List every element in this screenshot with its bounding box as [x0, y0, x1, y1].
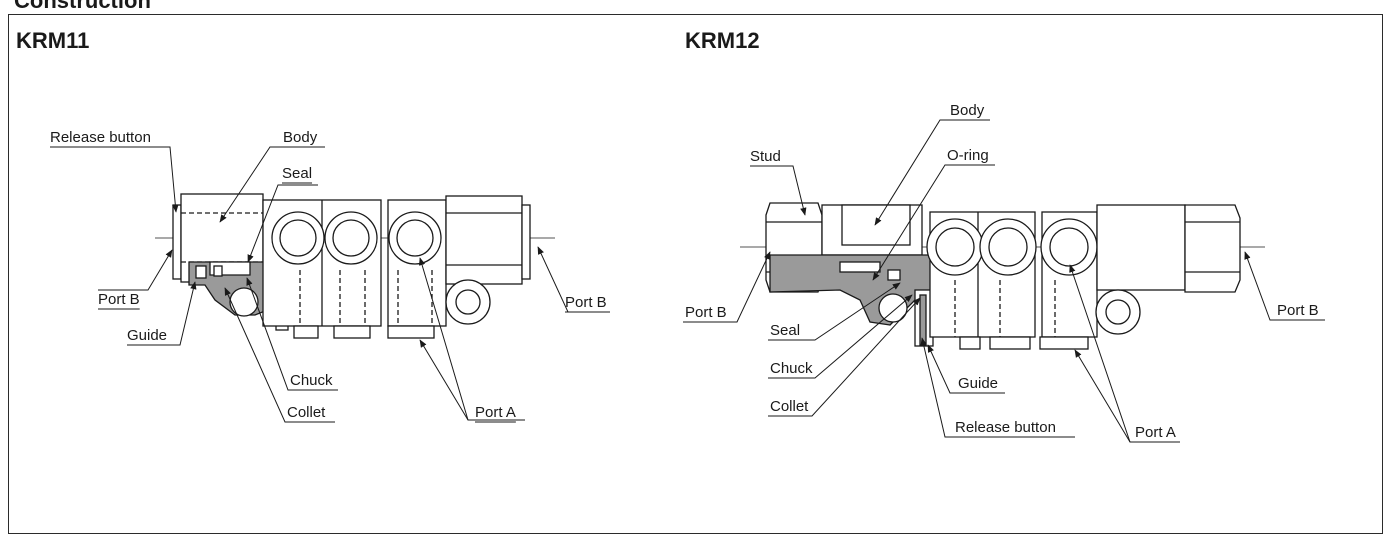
- krm12-title: KRM12: [685, 28, 760, 53]
- krm12-guide-label: Guide: [958, 375, 998, 392]
- krm12-drawing: [740, 202, 1265, 350]
- krm11-port-b-right-label: Port B: [565, 294, 607, 311]
- krm11-title: KRM11: [16, 28, 90, 53]
- krm12-body-label: Body: [950, 102, 985, 119]
- krm12-chuck-label: Chuck: [770, 360, 813, 377]
- krm12-o-ring-label: O-ring: [947, 147, 989, 164]
- krm12-port-b-left-label: Port B: [685, 304, 727, 321]
- krm11-guide-label: Guide: [127, 327, 167, 344]
- krm12-seal-label: Seal: [770, 322, 800, 339]
- krm12-release-button-label: Release button: [955, 419, 1056, 436]
- construction-diagram: Release button Body Seal Port B Guide Ch…: [50, 102, 1325, 443]
- krm12-stud-label: Stud: [750, 148, 781, 165]
- krm11-port-a-label: Port A: [475, 404, 516, 421]
- section-title: Construction: [14, 0, 151, 13]
- krm11-seal-label: Seal: [282, 165, 312, 182]
- krm12-port-b-right-label: Port B: [1277, 302, 1319, 319]
- krm12-collet-label: Collet: [770, 398, 809, 415]
- krm11-release-button-label: Release button: [50, 129, 151, 146]
- krm11-chuck-label: Chuck: [290, 372, 333, 389]
- krm11-body-label: Body: [283, 129, 318, 146]
- krm11-collet-label: Collet: [287, 404, 326, 421]
- krm12-port-a-label: Port A: [1135, 424, 1176, 441]
- krm11-port-b-left-label: Port B: [98, 291, 140, 308]
- krm11-drawing: [155, 193, 555, 339]
